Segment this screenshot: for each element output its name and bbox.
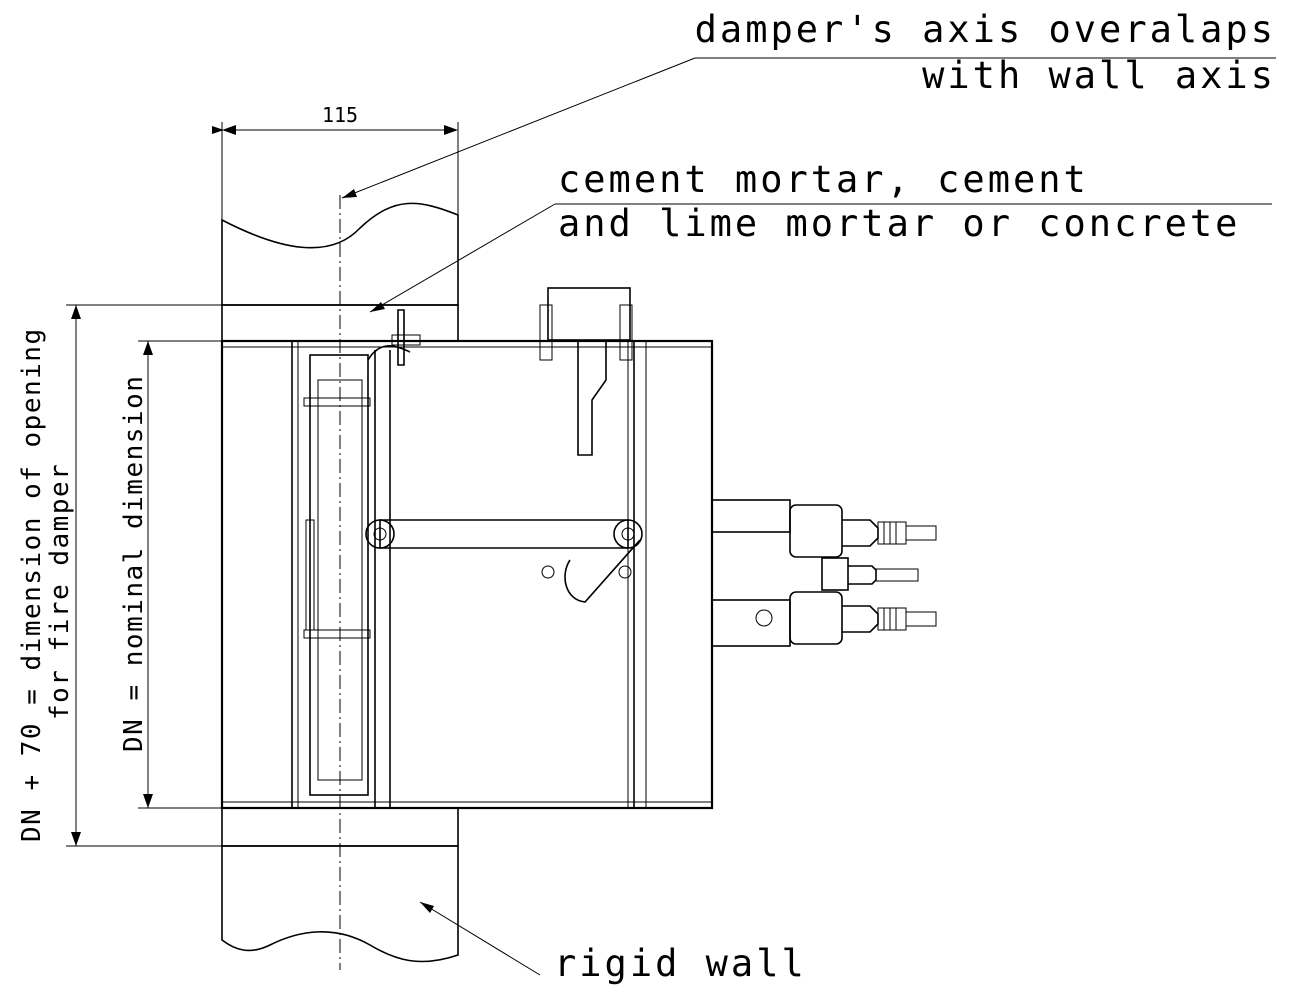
axis-note-line-1: damper's axis overalaps [695, 8, 1276, 51]
dimension-115-label: 115 [322, 103, 358, 127]
mortar-note-line-2: and lime mortar or concrete [558, 202, 1240, 245]
axis-note-line-2: with wall axis [922, 54, 1276, 97]
opening-dimension-label-1: DN + 70 = dimension of opening [17, 327, 47, 842]
opening-dimension-label-2: for fire damper [45, 463, 75, 720]
actuator-sensors [711, 499, 937, 647]
rigid-wall-label: rigid wall [554, 942, 807, 985]
rigid-wall-leader [419, 901, 541, 976]
mortar-note-line-1: cement mortar, cement [558, 158, 1089, 201]
damper-blade [303, 354, 371, 796]
rigid-wall-upper [221, 202, 459, 306]
mortar-leader [369, 203, 1272, 313]
damper-body [220, 339, 714, 810]
dimension-nominal [138, 340, 222, 809]
nominal-dimension-label: DN = nominal dimension [119, 375, 149, 752]
lever-arm [365, 519, 643, 603]
mechanism-housing [539, 287, 633, 456]
axis-leader [341, 57, 1276, 199]
dimension-115 [212, 122, 459, 220]
rigid-wall-lower [221, 845, 459, 963]
thermal-release-clip [367, 309, 421, 366]
dimension-opening [66, 304, 222, 847]
